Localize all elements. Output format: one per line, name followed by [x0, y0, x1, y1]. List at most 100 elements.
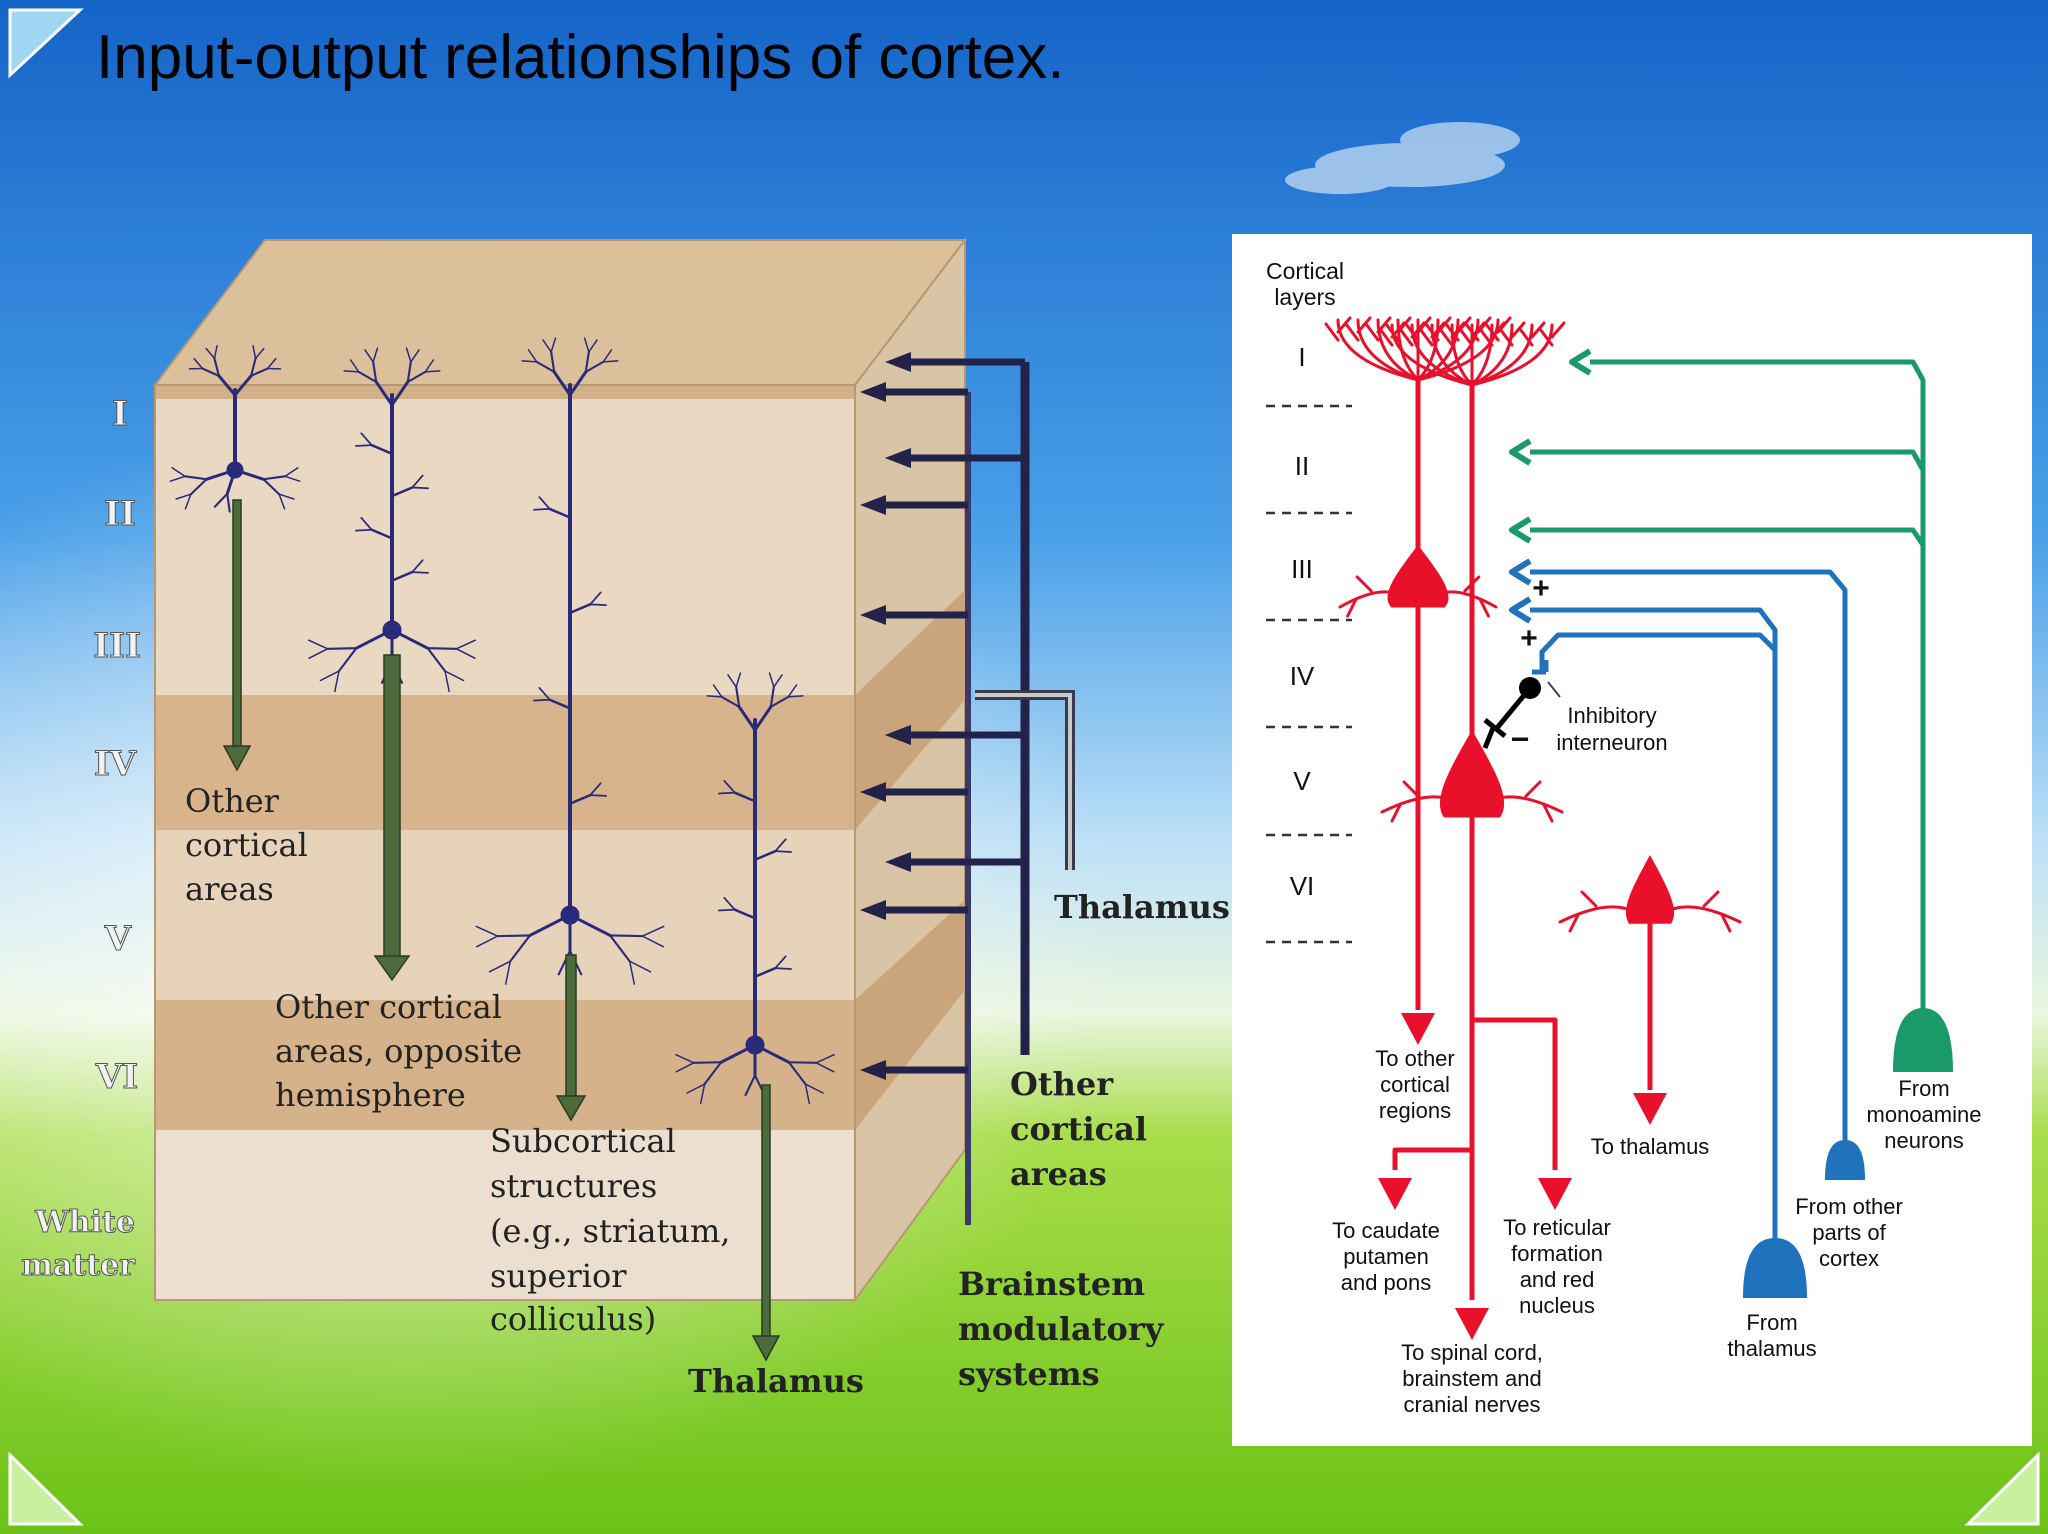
svg-text:To reticular: To reticular	[1503, 1215, 1611, 1240]
svg-text:formation: formation	[1511, 1241, 1603, 1266]
svg-text:From: From	[1746, 1310, 1797, 1335]
svg-text:(e.g., striatum,: (e.g., striatum,	[490, 1212, 730, 1250]
svg-text:neurons: neurons	[1884, 1128, 1964, 1153]
left-layer-label: VI	[95, 1057, 138, 1097]
svg-text:modulatory: modulatory	[958, 1310, 1165, 1348]
synapse-monoamine-I	[1569, 348, 1592, 376]
neuron-layer-VI	[675, 672, 835, 1105]
interneuron-soma	[1519, 677, 1541, 699]
plus-sign: +	[1532, 572, 1550, 605]
neuron-layer-III	[307, 347, 477, 693]
left-layer-label: III	[93, 626, 141, 666]
right-layer-label: V	[1293, 766, 1311, 796]
svg-text:Other cortical: Other cortical	[275, 988, 502, 1026]
svg-text:areas: areas	[1010, 1155, 1107, 1193]
synapse-monoamine-II	[1509, 438, 1532, 466]
output-arrow-thalamus	[751, 1084, 781, 1362]
arrow-to-thalamus	[1633, 1093, 1667, 1125]
svg-text:White: White	[34, 1205, 135, 1240]
white-matter-label: White matter	[21, 1205, 137, 1284]
label-other-cortical-input: Other cortical areas	[1010, 1065, 1147, 1193]
interneuron-terminal	[1482, 718, 1507, 749]
input-monoamine-III	[1530, 527, 1926, 547]
label-thalamus-input: Thalamus	[1054, 888, 1230, 926]
input-arrow-other-cortical	[885, 852, 1025, 872]
pyramidal-neuron-layer-VI	[1625, 855, 1675, 924]
label-to-spinal: To spinal cord, brainstem and cranial ne…	[1401, 1340, 1543, 1417]
layer-VI	[155, 1000, 855, 1130]
svg-text:From: From	[1898, 1076, 1949, 1101]
label-other-cortical-areas: Other cortical areas	[185, 782, 308, 908]
svg-text:systems: systems	[958, 1355, 1100, 1393]
svg-text:To other: To other	[1375, 1046, 1455, 1071]
basal-dendrites-layer-VI	[1558, 890, 1742, 933]
layer-IV	[155, 695, 855, 830]
thalamus-neuron	[1743, 1238, 1807, 1298]
svg-text:brainstem and: brainstem and	[1402, 1366, 1541, 1391]
plus-sign: +	[1520, 622, 1538, 655]
left-input-arrows	[860, 352, 1075, 1225]
input-arrow-2	[860, 382, 968, 402]
svg-text:areas: areas	[185, 870, 274, 908]
other-parts-neuron	[1825, 1140, 1865, 1180]
label-subcortical-structures: Subcortical structures (e.g., striatum, …	[490, 1122, 730, 1338]
neuron-layer-II	[169, 344, 301, 513]
left-neurons	[169, 337, 835, 1105]
svg-text:parts of: parts of	[1812, 1220, 1886, 1245]
label-thalamus-output: Thalamus	[688, 1362, 864, 1400]
input-arrow-7	[860, 900, 968, 920]
corner-triangle-bottom-right-icon	[1964, 1451, 2040, 1526]
svg-text:colliculus): colliculus)	[490, 1300, 656, 1338]
svg-text:cranial nerves: cranial nerves	[1404, 1392, 1541, 1417]
svg-text:superior: superior	[490, 1257, 627, 1295]
output-arrow-other-cortical	[222, 499, 252, 772]
input-arrow-5	[860, 605, 968, 625]
synapse-thalamus	[1509, 596, 1532, 624]
input-arrow-thalamus-IV-b	[885, 725, 1025, 745]
cortical-layers-heading: Cortical layers	[1266, 258, 1344, 310]
axon-branch-caudate	[1392, 1147, 1472, 1170]
dendrite-tuft-right	[1378, 321, 1566, 387]
svg-text:To caudate: To caudate	[1332, 1218, 1440, 1243]
svg-text:Inhibitory: Inhibitory	[1567, 703, 1656, 728]
arrow-to-other-cortical	[1401, 1013, 1435, 1045]
label-opposite-hemisphere: Other cortical areas, opposite hemispher…	[275, 988, 522, 1114]
left-layer-label: IV	[94, 744, 137, 784]
input-monoamine-II	[1530, 449, 1926, 472]
label-to-other-cortical: To other cortical regions	[1375, 1046, 1455, 1123]
svg-text:interneuron: interneuron	[1556, 730, 1667, 755]
label-to-caudate: To caudate putamen and pons	[1332, 1218, 1440, 1295]
slide-title: Input-output relationships of cortex.	[96, 23, 1065, 92]
synapse-monoamine-III	[1509, 516, 1532, 544]
svg-text:From other: From other	[1795, 1194, 1903, 1219]
output-arrow-opposite-hemisphere	[373, 654, 411, 982]
left-layer-label: II	[104, 494, 136, 534]
input-arrow-8	[860, 1060, 968, 1080]
monoamine-neuron	[1893, 1008, 1953, 1072]
input-arrow-6	[860, 782, 968, 802]
synapse-other-parts	[1509, 558, 1532, 586]
svg-text:regions: regions	[1379, 1098, 1451, 1123]
white-matter	[155, 1130, 855, 1300]
corner-triangle-bottom-left-icon	[8, 1451, 84, 1526]
svg-text:cortical: cortical	[1010, 1110, 1147, 1148]
input-monoamine-I	[1590, 359, 1926, 1010]
layer-I-II-III	[155, 385, 855, 695]
svg-text:Other: Other	[185, 782, 280, 820]
svg-text:cortical: cortical	[185, 826, 308, 864]
svg-text:Cortical: Cortical	[1266, 258, 1344, 284]
right-layer-labels: I II III IV V VI	[1290, 342, 1315, 901]
svg-text:Other: Other	[1010, 1065, 1114, 1103]
circuit-panel	[1232, 234, 2032, 1446]
label-to-reticular: To reticular formation and red nucleus	[1503, 1215, 1611, 1318]
label-inhibitory-interneuron: Inhibitory interneuron	[1556, 703, 1667, 755]
label-from-thalamus: From thalamus	[1727, 1310, 1816, 1361]
label-from-monoamine: From monoamine neurons	[1867, 1076, 1982, 1153]
left-layer-label: V	[104, 919, 132, 959]
svg-text:layers: layers	[1274, 284, 1335, 310]
svg-text:and pons: and pons	[1341, 1270, 1432, 1295]
basal-dendrites-layer-V	[1380, 780, 1564, 823]
minus-sign: −	[1511, 721, 1530, 757]
svg-text:and red: and red	[1520, 1267, 1595, 1292]
